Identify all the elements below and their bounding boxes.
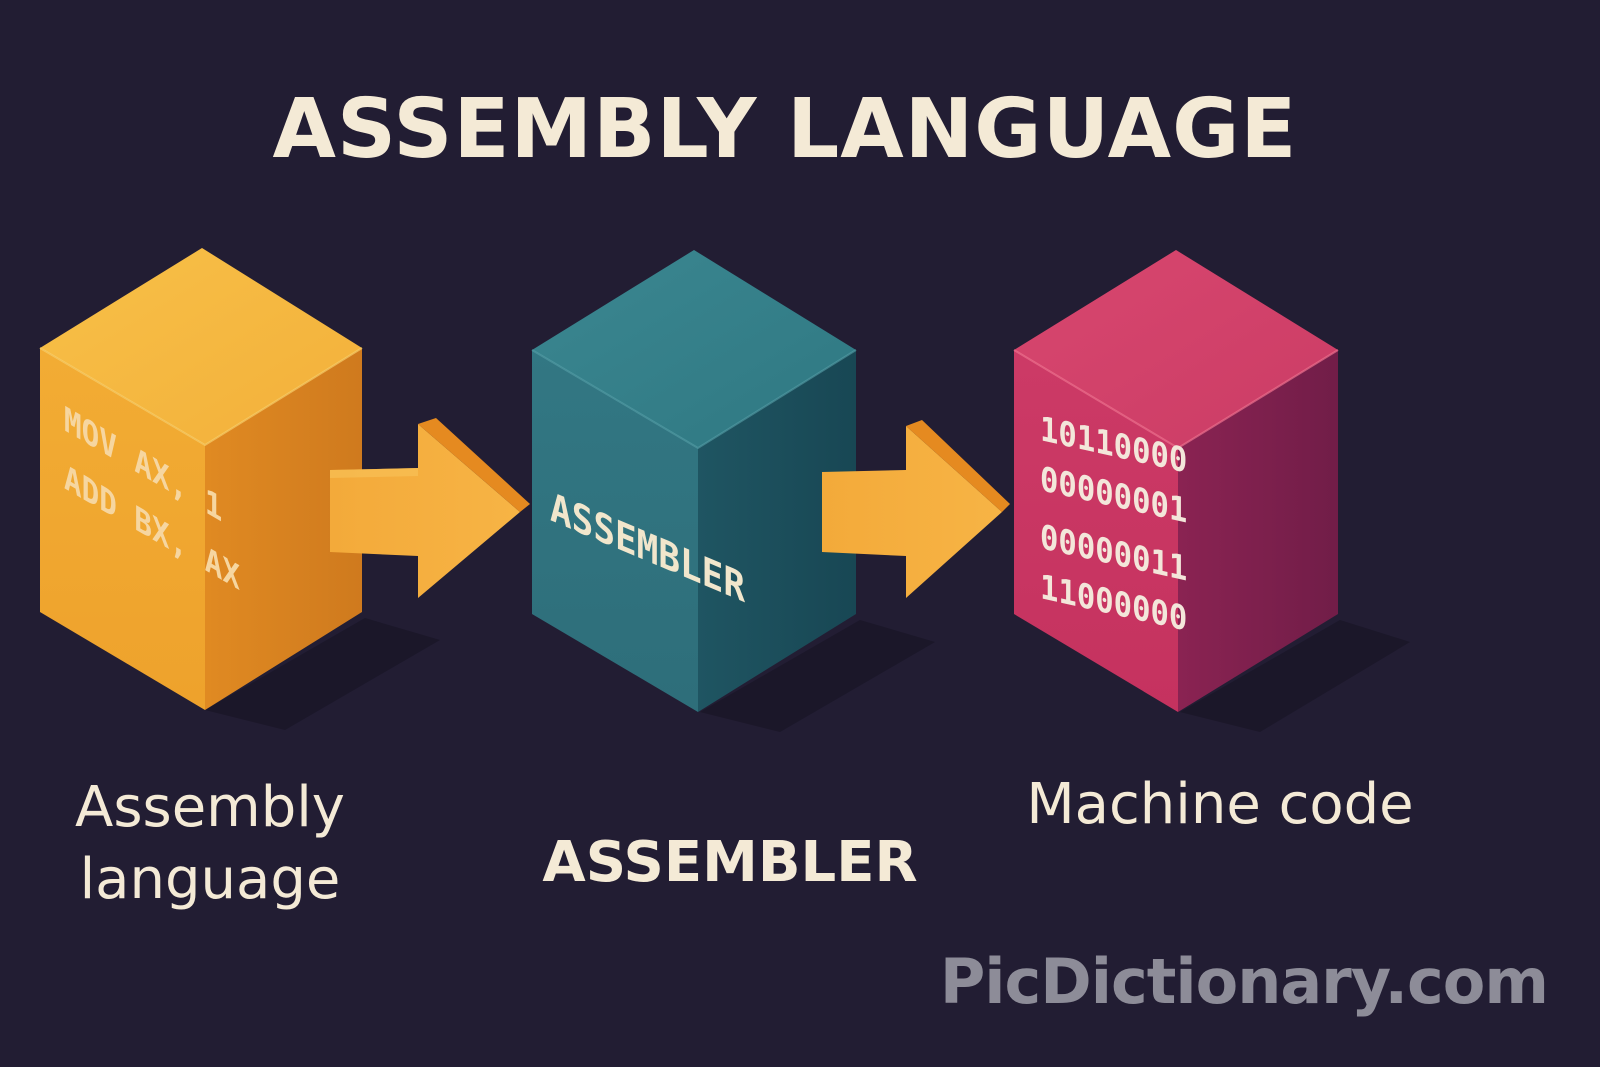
machine-code-label: Machine code (1026, 772, 1414, 837)
assembly-language-box: MOV AX, 1 ADD BX, AX (39, 248, 363, 710)
assembler-label: ASSEMBLER (542, 830, 918, 895)
shadow (700, 620, 935, 732)
shadow (205, 618, 440, 730)
page-title: ASSEMBLY LANGUAGE (272, 82, 1298, 177)
arrow-right-icon (822, 420, 1010, 598)
machine-code-box: 10110000 00000001 00000011 11000000 (1013, 250, 1339, 712)
watermark: PicDictionary.com (939, 945, 1549, 1018)
shadow (1180, 620, 1410, 732)
assembly-language-label: Assembly language (75, 775, 345, 912)
arrow-right-icon (330, 418, 530, 598)
assembler-box: ASSEMBLER (531, 250, 857, 712)
